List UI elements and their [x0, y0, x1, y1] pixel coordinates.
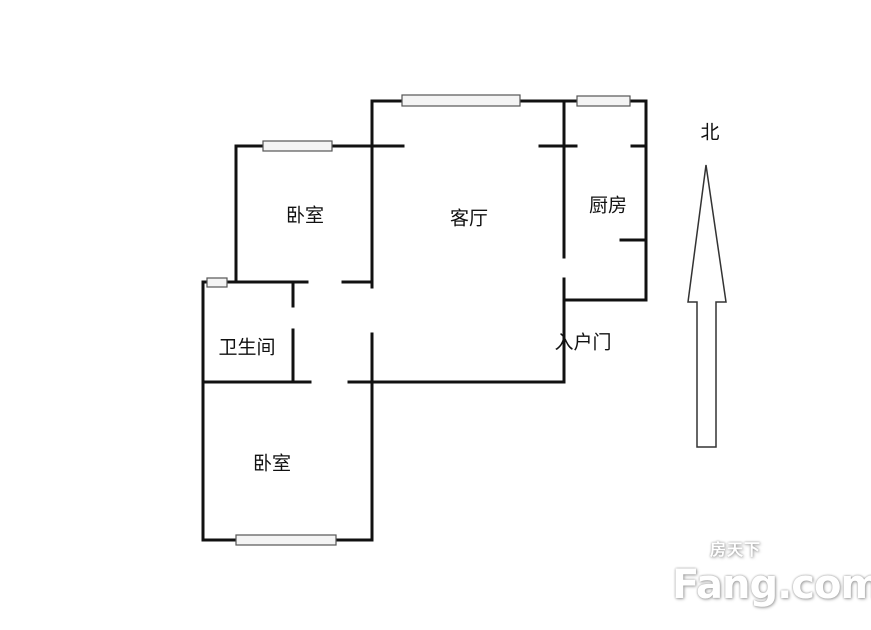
room-label-bedroom-south: 卧室 [252, 452, 292, 475]
room-label-bathroom: 卫生间 [218, 336, 276, 359]
windows [206, 94, 631, 546]
room-label-kitchen: 厨房 [588, 194, 628, 217]
room-label-bedroom-north: 卧室 [285, 204, 325, 227]
window-bedroom-south [235, 534, 337, 546]
room-label-entrance: 入户门 [554, 331, 612, 354]
window-bedroom-north [262, 140, 333, 152]
watermark-logo: 房天下 Fang.com [672, 540, 871, 608]
window-bath [206, 277, 228, 288]
window-living [401, 94, 521, 107]
room-label-living: 客厅 [449, 207, 489, 230]
window-kitchen [576, 95, 631, 107]
compass-label: 北 [700, 121, 720, 144]
north-arrow-icon [687, 164, 727, 448]
watermark-brand: Fang.com [672, 562, 871, 608]
watermark-cn: 房天下 [710, 540, 762, 559]
